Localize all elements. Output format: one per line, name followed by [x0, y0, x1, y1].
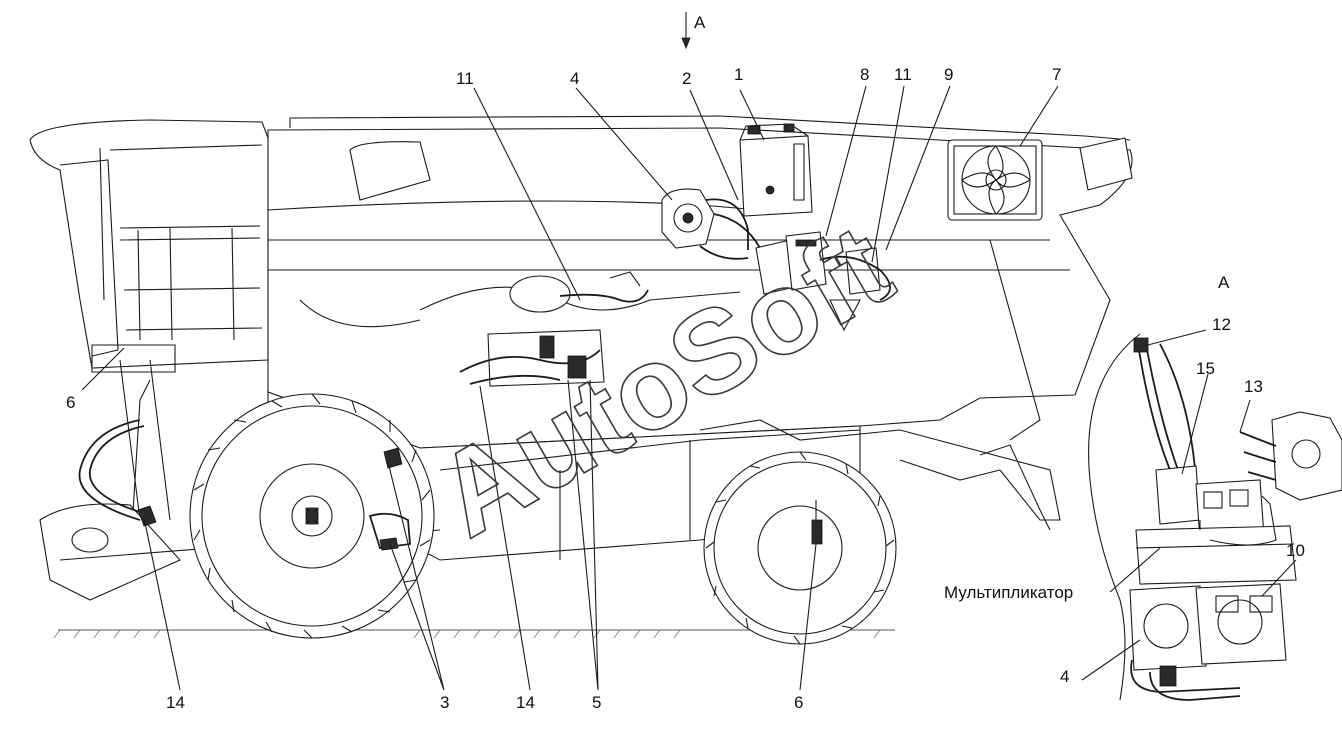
- cylinder-left: [509, 271, 649, 313]
- callout-14-mid: 14: [516, 693, 535, 712]
- front-wheel: [189, 393, 435, 639]
- view-a-marker: A: [681, 12, 706, 50]
- filter-block: [755, 231, 891, 332]
- callout-3: 3: [440, 693, 449, 712]
- callout-11-left: 11: [456, 69, 474, 88]
- header-hoses: [78, 419, 157, 527]
- pump-cluster-upper: [661, 188, 761, 260]
- valve-block-middle: [459, 329, 605, 387]
- detail-view-a: [1088, 333, 1342, 701]
- callout-5: 5: [592, 693, 601, 712]
- leader-lines: [81, 85, 1297, 691]
- callout-9: 9: [944, 65, 953, 84]
- callout-11-right: 11: [894, 65, 912, 84]
- callout-4-top: 4: [570, 69, 579, 88]
- callout-2: 2: [682, 69, 691, 88]
- view-marker-label: A: [694, 13, 706, 32]
- callout-14-left: 14: [166, 693, 185, 712]
- rear-wheel: [703, 451, 897, 645]
- hydraulic-tank: [739, 123, 813, 217]
- callout-4-detail: 4: [1060, 667, 1069, 686]
- rear-fitting: [811, 500, 823, 545]
- callout-1: 1: [734, 65, 743, 84]
- callout-7: 7: [1052, 65, 1061, 84]
- callout-12: 12: [1212, 315, 1231, 334]
- detail-view-title: A: [1218, 273, 1230, 292]
- callout-8: 8: [860, 65, 869, 84]
- radiator-fan: [947, 139, 1043, 221]
- callout-numbers: 11 4 2 1 8 11 9 7 6 14 3 14 5 6 12 15 13…: [66, 65, 1305, 712]
- callout-6-left: 6: [66, 393, 75, 412]
- callout-10: 10: [1286, 541, 1305, 560]
- callout-13: 13: [1244, 377, 1263, 396]
- callout-6-bottom: 6: [794, 693, 803, 712]
- callout-15: 15: [1196, 359, 1215, 378]
- multiplier-label: Мультипликатор: [944, 583, 1073, 602]
